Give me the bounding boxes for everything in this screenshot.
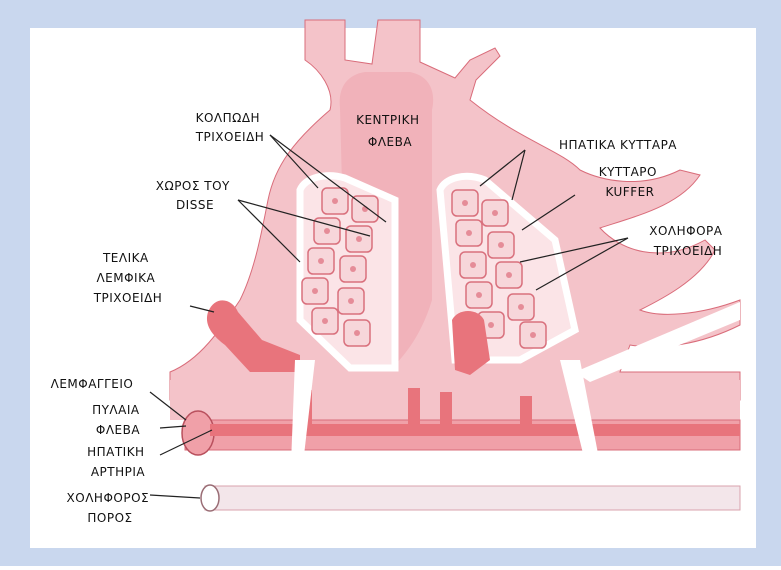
bile-duct xyxy=(205,486,740,510)
hepatic-artery-trunk xyxy=(210,424,740,436)
hepatocytes-label: ΗΠΑΤΙΚΑ ΚΥΤΤΑΡΑ xyxy=(559,138,677,152)
lymphatic-label: ΛΕΜΦΑΓΓΕΙΟ xyxy=(51,377,134,391)
lymph-capillaries-label: ΤΕΛΙΚΑ ΛΕΜΦΙΚΑ ΤΡΙΧΟΕΙΔΗ xyxy=(93,251,163,305)
bile-duct-end xyxy=(201,485,219,511)
portal-tract-band xyxy=(170,380,740,420)
portal-vein-end xyxy=(182,411,214,455)
